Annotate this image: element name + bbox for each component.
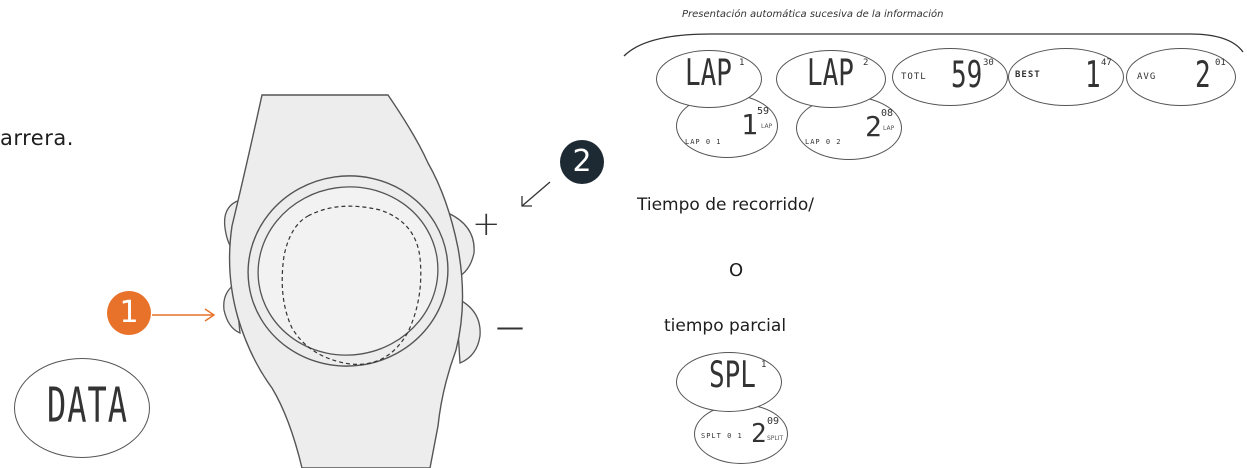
avg-display: AVG 2 01 bbox=[1126, 48, 1236, 106]
lap2-sup: 2 bbox=[863, 58, 869, 68]
watch-display-outline bbox=[281, 205, 422, 365]
label-tiempo-recorrido: Tiempo de recorrido/ bbox=[637, 195, 814, 215]
lap2-sub-label: LAP 0 2 bbox=[805, 138, 842, 146]
lap1-sub-label: LAP 0 1 bbox=[685, 138, 722, 146]
data-display: DATA bbox=[14, 358, 150, 458]
split-display: SPL 1 bbox=[676, 352, 782, 412]
best-sup: 47 bbox=[1101, 58, 1112, 68]
minus-sign: — bbox=[496, 310, 524, 343]
total-label: TOTL bbox=[901, 72, 927, 82]
total-value: 59 bbox=[951, 55, 983, 97]
lap1-main: LAP bbox=[685, 53, 732, 95]
label-o: O bbox=[729, 260, 744, 281]
lap1-sub-unit: LAP bbox=[761, 123, 773, 130]
avg-label: AVG bbox=[1137, 72, 1157, 82]
plus-sign: + bbox=[472, 204, 501, 244]
lap2-display: LAP 2 bbox=[776, 50, 886, 108]
watch-illustration bbox=[223, 94, 481, 468]
lap1-sub-value: 1 bbox=[741, 108, 758, 141]
lap1-sub-sup: 59 bbox=[757, 106, 770, 117]
best-value: 1 bbox=[1085, 55, 1101, 97]
data-display-text: DATA bbox=[47, 376, 129, 434]
split-sub-label: SPLT 0 1 bbox=[701, 432, 743, 440]
total-sup: 30 bbox=[983, 58, 994, 68]
split-sub-display: SPLT 0 1 2 09 SPLIT bbox=[694, 404, 788, 464]
split-sub-sup: 09 bbox=[767, 416, 780, 427]
lap2-sub-unit: LAP bbox=[883, 125, 895, 132]
lap1-display: LAP 1 bbox=[656, 50, 762, 108]
step-2-badge: 2 bbox=[560, 140, 604, 184]
label-tiempo-parcial: tiempo parcial bbox=[664, 316, 787, 336]
intro-text-fragment: arrera. bbox=[0, 126, 74, 150]
split-main: SPL bbox=[709, 355, 756, 397]
best-display: BEST 1 47 bbox=[1008, 48, 1124, 106]
lap2-sub-sup: 08 bbox=[881, 108, 894, 119]
caption-top: Presentación automática sucesiva de la i… bbox=[682, 9, 944, 20]
watch-face bbox=[257, 186, 439, 356]
best-label: BEST bbox=[1015, 70, 1041, 80]
sequence-bracket bbox=[623, 33, 1244, 57]
split-sup: 1 bbox=[761, 360, 767, 370]
split-sub-value: 2 bbox=[751, 419, 767, 449]
lap1-sup: 1 bbox=[739, 58, 745, 68]
split-sub-unit: SPLIT bbox=[767, 435, 784, 442]
lap2-sub-value: 2 bbox=[865, 110, 882, 143]
step-2-arrow bbox=[521, 181, 551, 207]
avg-sup: 01 bbox=[1215, 58, 1226, 68]
total-display: TOTL 59 30 bbox=[892, 48, 1008, 106]
lap2-main: LAP bbox=[807, 53, 854, 95]
avg-value: 2 bbox=[1195, 55, 1211, 97]
step-1-badge: 1 bbox=[107, 291, 151, 335]
step-1-arrow bbox=[152, 308, 216, 322]
